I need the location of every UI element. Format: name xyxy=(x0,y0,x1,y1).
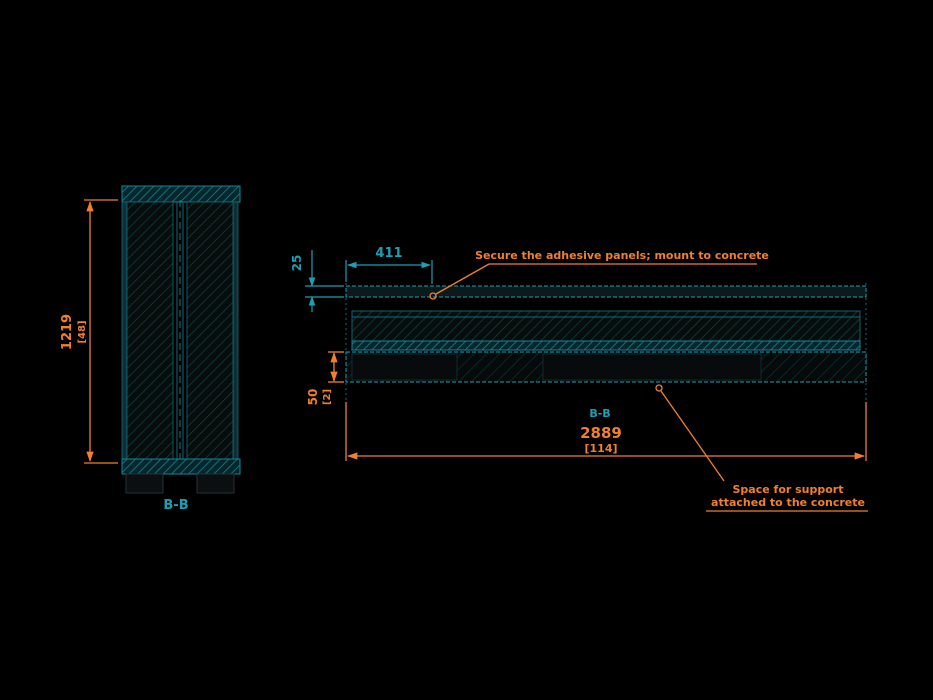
overall-width-dim-mm: 2889 xyxy=(580,424,622,442)
side-left-column-hatch xyxy=(126,201,174,462)
side-bottom-cap-hatch xyxy=(121,458,241,475)
side-right-wall xyxy=(232,201,239,462)
top-width-dim-value: 411 xyxy=(375,246,402,261)
side-top-cap-hatch xyxy=(121,185,241,203)
overall-width-dimension: 2889 [114] xyxy=(345,402,867,461)
side-left-foot xyxy=(125,473,164,494)
front-section-view: 411 25 50 [2] 2889 [114] B-B xyxy=(290,246,868,512)
side-section-label: B-B xyxy=(163,498,188,513)
bottom-note-line1: Space for support xyxy=(733,483,844,496)
base-height-dim-in: [2] xyxy=(322,389,333,405)
bottom-note: Space for support attached to the concre… xyxy=(655,384,868,512)
side-right-column-hatch xyxy=(186,201,234,462)
base-height-dimension: 50 [2] xyxy=(306,351,344,406)
leader-target-marker xyxy=(429,292,437,300)
base-height-dim-mm: 50 xyxy=(306,389,320,406)
side-height-dimension: 1219 [48] xyxy=(60,199,118,464)
leader-line xyxy=(435,263,490,295)
side-section-view: 1219 [48] B-B xyxy=(60,185,241,513)
side-height-dim-mm: 1219 xyxy=(60,314,75,350)
front-section-label: B-B xyxy=(589,407,610,420)
leader-target-marker xyxy=(655,384,663,392)
panel-thickness-dimension: 25 xyxy=(290,250,344,312)
bottom-note-line2: attached to the concrete xyxy=(711,496,865,509)
teal-strip-hatch xyxy=(351,340,861,351)
side-right-foot xyxy=(196,473,235,494)
overall-width-dim-in: [114] xyxy=(584,442,617,455)
panel-thickness-dim-value: 25 xyxy=(290,255,304,272)
top-width-dimension: 411 xyxy=(345,246,433,284)
leader-line xyxy=(660,390,725,482)
side-height-dim-in: [48] xyxy=(77,320,88,343)
side-left-wall xyxy=(121,201,128,462)
top-note-text: Secure the adhesive panels; mount to con… xyxy=(475,249,769,262)
lower-block-center xyxy=(542,353,762,381)
top-panel xyxy=(345,285,867,298)
main-body-hatch xyxy=(351,310,861,342)
top-note: Secure the adhesive panels; mount to con… xyxy=(429,249,769,300)
lower-block-left xyxy=(351,353,458,381)
